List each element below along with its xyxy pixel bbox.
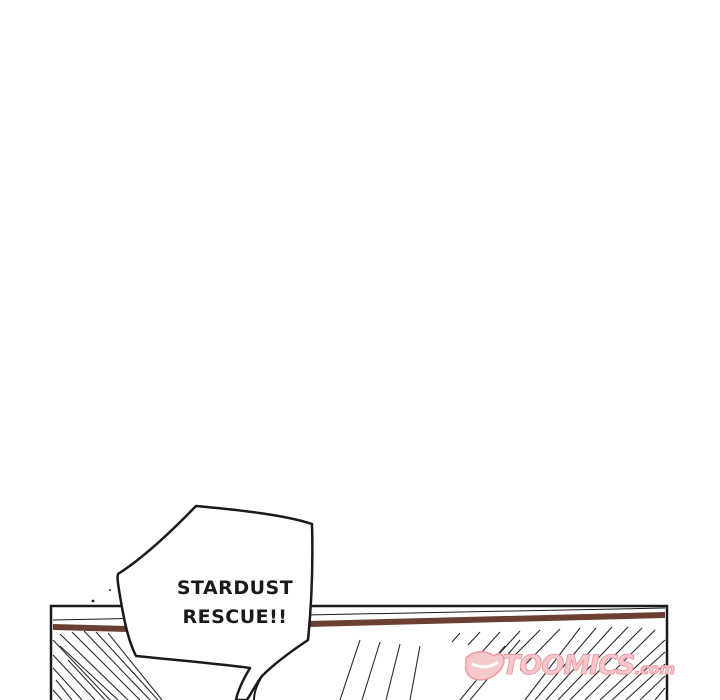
watermark-text: TOOMICS.com <box>502 650 676 682</box>
speech-bubble <box>91 504 314 700</box>
speech-bubble-text: STARDUST RESCUE!! <box>140 574 330 632</box>
watermark-domain: .com <box>634 660 676 679</box>
blank-gutter <box>0 0 720 560</box>
watermark-brand: TOOMICS <box>502 650 637 682</box>
toomics-watermark: TOOMICS.com <box>462 646 712 686</box>
speech-line-1: STARDUST <box>176 577 294 599</box>
speech-line-2: RESCUE!! <box>182 606 288 628</box>
lips-logo-icon <box>464 651 505 681</box>
speed-lines <box>52 626 666 700</box>
